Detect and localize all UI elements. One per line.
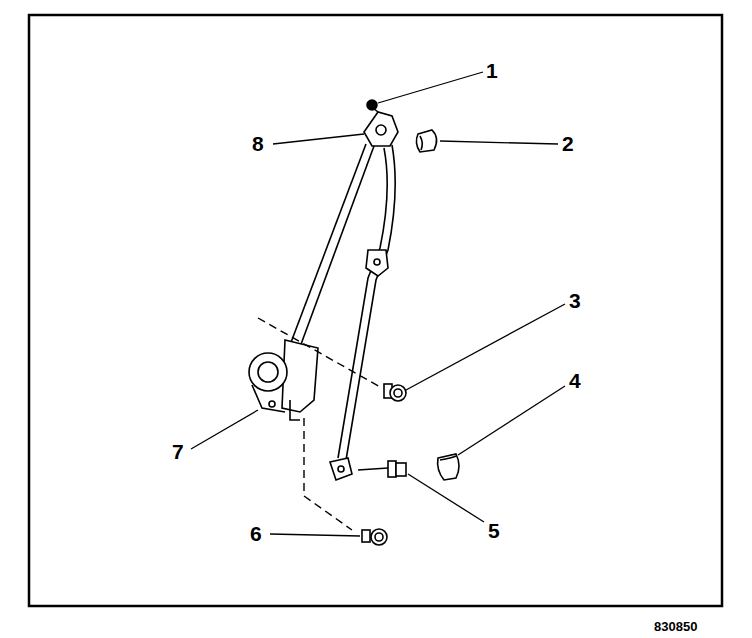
callout-number: 2 [562, 133, 574, 154]
callout-number: 8 [252, 133, 264, 154]
figure-number: 830850 [654, 620, 697, 633]
callout-number: 3 [569, 290, 581, 311]
callout-number: 4 [569, 370, 581, 391]
callout-number: 5 [488, 520, 500, 541]
axis-lines [258, 318, 382, 530]
callout-number: 6 [250, 523, 262, 544]
leader-lines [191, 72, 565, 536]
callout-number: 1 [486, 60, 498, 81]
belt-assembly [249, 100, 459, 545]
callout-number: 7 [172, 441, 184, 462]
frame [29, 15, 722, 606]
